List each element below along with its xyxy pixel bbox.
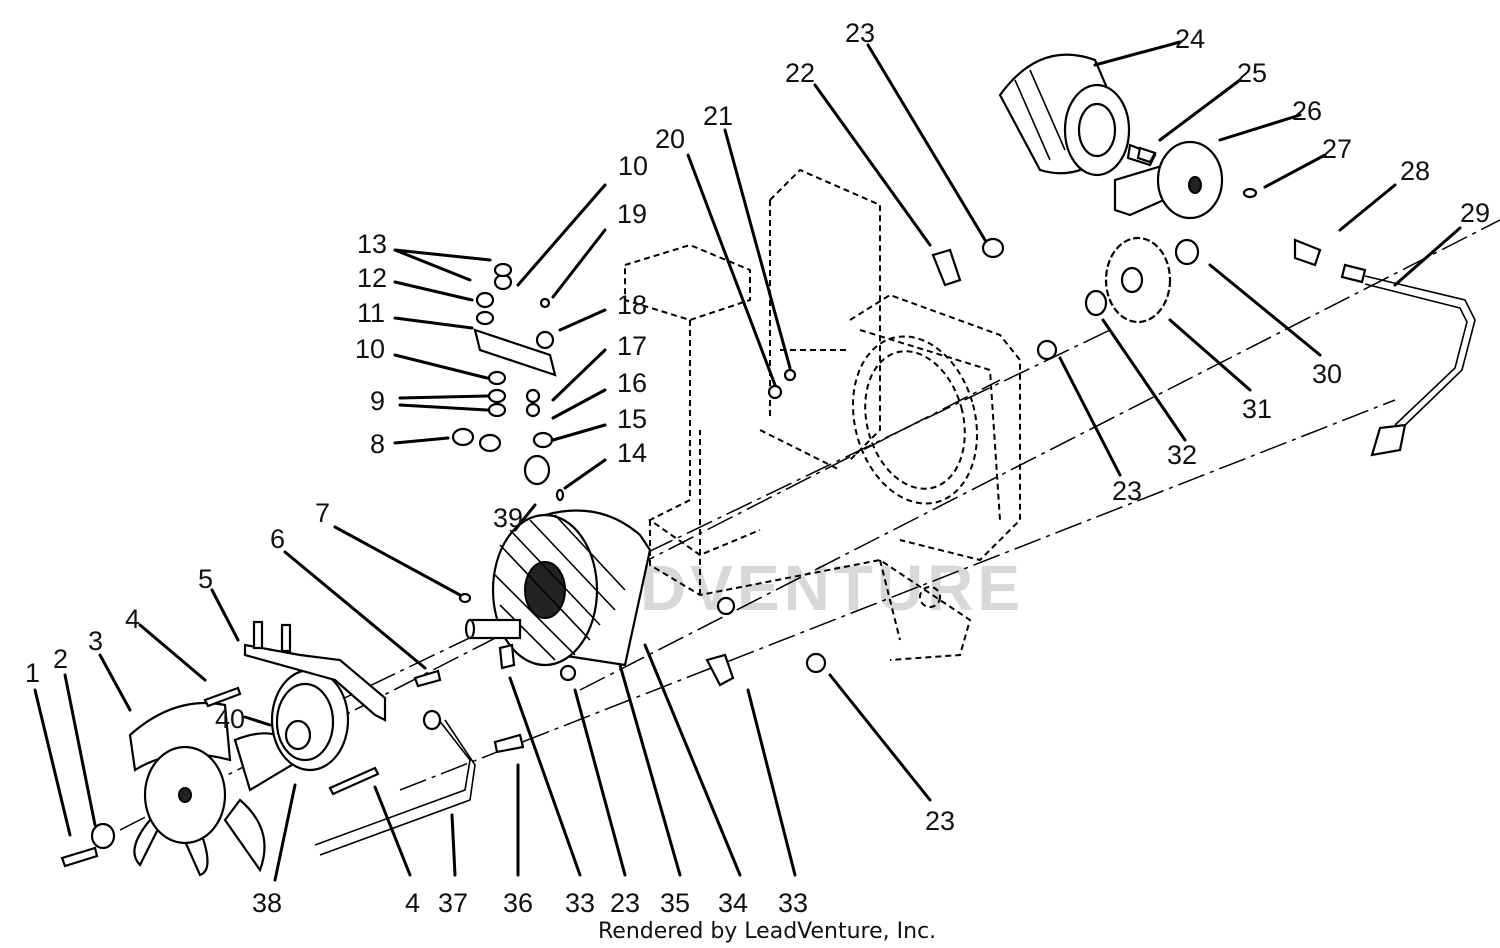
callout-37: 37 <box>438 888 468 918</box>
callout-35: 35 <box>660 888 690 918</box>
callout-27: 27 <box>1322 134 1352 164</box>
callout-33-left: 33 <box>565 888 595 918</box>
drive-gear <box>1104 236 1172 324</box>
callout-14: 14 <box>617 438 647 468</box>
callout-5: 5 <box>198 564 213 594</box>
callout-23-mid: 23 <box>1112 476 1142 506</box>
callout-11: 11 <box>357 298 385 328</box>
callout-40: 40 <box>215 704 245 734</box>
footer-credit: Rendered by LeadVenture, Inc. <box>598 919 936 944</box>
callout-labels: 1 2 3 4 5 6 7 8 9 10 10 11 12 13 14 15 1… <box>25 18 1490 918</box>
callout-13: 13 <box>357 229 387 259</box>
alternator <box>464 509 652 667</box>
callout-25: 25 <box>1237 58 1267 88</box>
callout-20: 20 <box>655 124 685 154</box>
callout-28: 28 <box>1400 156 1430 186</box>
callout-2: 2 <box>53 644 68 674</box>
callout-23-top: 23 <box>845 18 875 48</box>
pulley <box>270 668 350 772</box>
callout-6: 6 <box>270 524 285 554</box>
callout-7: 7 <box>315 498 330 528</box>
oil-filter <box>998 53 1131 177</box>
callout-9: 9 <box>370 386 385 416</box>
callout-23-bottom-a: 23 <box>610 888 640 918</box>
callout-16: 16 <box>617 368 647 398</box>
callout-12: 12 <box>357 263 387 293</box>
hardware-small-parts <box>60 146 1322 868</box>
mounting-bracket <box>243 620 387 722</box>
filter-adapter <box>1113 140 1224 220</box>
callout-23-right: 23 <box>925 806 955 836</box>
callout-8: 8 <box>370 429 385 459</box>
callout-39: 39 <box>493 503 523 533</box>
callout-33-right: 33 <box>778 888 808 918</box>
callout-29: 29 <box>1460 198 1490 228</box>
callout-17: 17 <box>617 331 647 361</box>
callout-4-bottom: 4 <box>405 888 420 918</box>
callout-30: 30 <box>1312 359 1342 389</box>
callout-4-top: 4 <box>125 604 140 634</box>
callout-38: 38 <box>252 888 282 918</box>
callout-26: 26 <box>1292 96 1322 126</box>
callout-10-top: 10 <box>618 151 648 181</box>
callout-36: 36 <box>503 888 533 918</box>
callout-22: 22 <box>785 58 815 88</box>
oil-line <box>1340 263 1476 457</box>
callout-24: 24 <box>1175 24 1205 54</box>
dipstick-tube <box>314 709 476 856</box>
callout-19: 19 <box>617 199 647 229</box>
callout-18: 18 <box>617 290 647 320</box>
callout-32: 32 <box>1167 440 1197 470</box>
leader-lines <box>33 40 1462 882</box>
engine-block-housing <box>624 168 1021 661</box>
callout-15: 15 <box>617 404 647 434</box>
callout-10-left: 10 <box>355 334 385 364</box>
callout-1: 1 <box>25 658 40 688</box>
callout-34: 34 <box>718 888 748 918</box>
callout-31: 31 <box>1242 394 1272 424</box>
callout-21: 21 <box>703 101 733 131</box>
callout-3: 3 <box>88 626 103 656</box>
